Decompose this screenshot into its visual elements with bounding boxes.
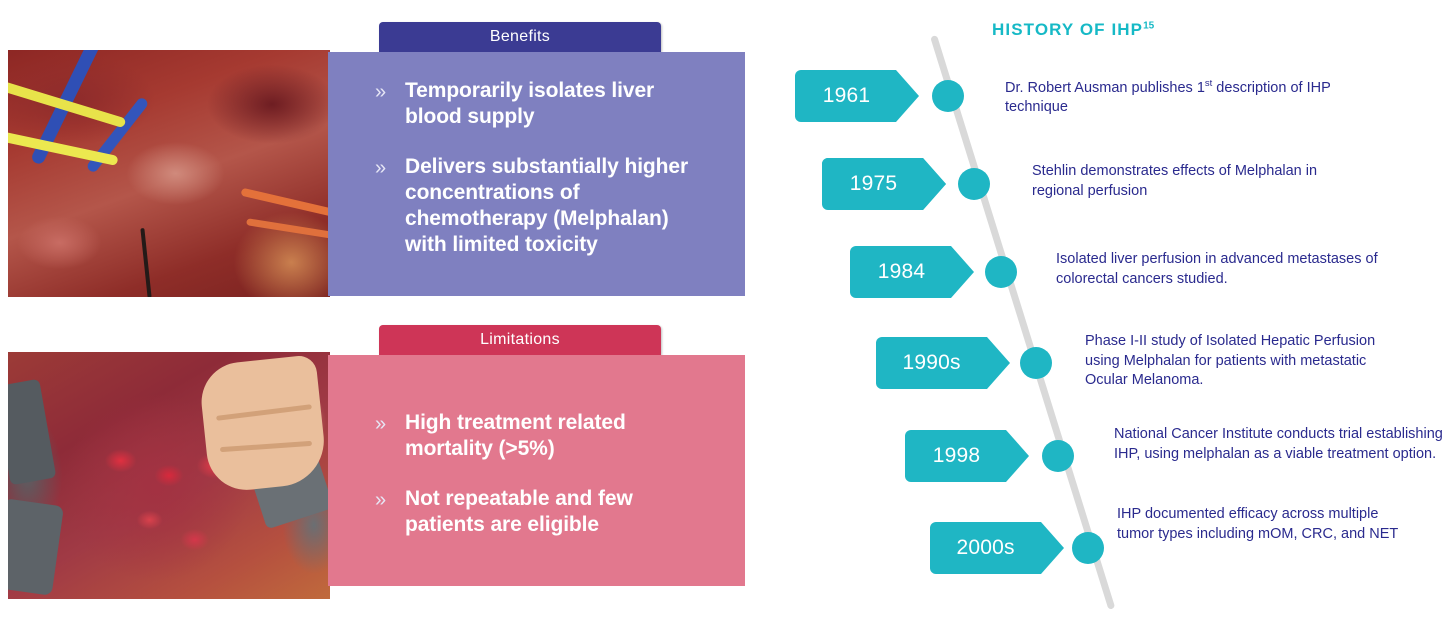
year-label: 2000s: [956, 536, 1015, 559]
liver-hilum-vessel-loops-photo: [8, 50, 330, 297]
surgeon-hand: [197, 354, 329, 494]
bullet-marker-icon: »: [375, 81, 387, 103]
year-chip[interactable]: 1998: [905, 430, 1029, 482]
limitations-panel: [328, 355, 745, 586]
benefits-item-text: Delivers substantially higher concentrat…: [405, 155, 689, 256]
list-item: » High treatment related mortality (>5%): [375, 410, 705, 462]
limitations-item-text: High treatment related mortality (>5%): [405, 411, 626, 460]
year-label: 1990s: [902, 351, 961, 374]
event-description-superscript: st: [1204, 78, 1213, 89]
year-chip[interactable]: 1990s: [876, 337, 1010, 389]
history-timeline: HISTORY OF IHP15 1961 Dr. Robert Ausman …: [780, 0, 1456, 623]
benefits-tab-label: Benefits: [489, 28, 551, 45]
year-chip[interactable]: 1984: [850, 246, 974, 298]
year-label: 1998: [932, 444, 981, 467]
event-description-part: Dr. Robert Ausman publishes 1: [1005, 79, 1205, 96]
benefits-item-text: Temporarily isolates liver blood supply: [405, 79, 655, 128]
event-description: Stehlin demonstrates effects of Melphala…: [1032, 163, 1318, 199]
retractor-blade-bottom-left: [8, 498, 64, 596]
limitations-tab-label: Limitations: [480, 331, 560, 348]
timeline-title-text: HISTORY OF IHP: [992, 20, 1144, 39]
event-description: Dr. Robert Ausman publishes 1st descript…: [1005, 74, 1335, 118]
timeline-node-dot: [985, 256, 1017, 288]
timeline-node-dot: [1072, 532, 1104, 564]
orange-vessel-loop-2: [246, 218, 330, 241]
year-label: 1961: [822, 84, 871, 107]
retractor-blade-left: [8, 378, 57, 486]
bullet-marker-icon: »: [375, 413, 387, 435]
chip-arrow-shape: [930, 522, 1064, 574]
chip-arrow-shape: [850, 246, 974, 298]
chip-arrow-shape: [905, 430, 1029, 482]
chip-arrow-shape: [876, 337, 1010, 389]
benefits-panel: [328, 52, 745, 296]
timeline-title: HISTORY OF IHP15: [992, 20, 1154, 40]
benefits-bullet-list: » Temporarily isolates liver blood suppl…: [375, 78, 705, 282]
suture-thread: [140, 227, 152, 297]
limitations-item-text: Not repeatable and few patients are elig…: [405, 487, 633, 536]
event-description: Phase I-II study of Isolated Hepatic Per…: [1085, 333, 1376, 388]
year-chip[interactable]: 2000s: [930, 522, 1064, 574]
blue-vessel-loop-2: [85, 96, 150, 174]
timeline-title-superscript: 15: [1143, 20, 1155, 32]
chip-arrow-shape: [822, 158, 946, 210]
timeline-node-dot: [958, 168, 990, 200]
list-item: » Delivers substantially higher concentr…: [375, 154, 705, 258]
year-label: 1984: [877, 260, 926, 283]
year-chip[interactable]: 1961: [795, 70, 919, 122]
timeline-node-dot: [932, 80, 964, 112]
bullet-marker-icon: »: [375, 157, 387, 179]
year-chip[interactable]: 1975: [822, 158, 946, 210]
orange-vessel-loop: [240, 187, 330, 221]
liver-metastases-photo: [8, 352, 330, 599]
event-description: Isolated liver perfusion in advanced met…: [1056, 251, 1378, 287]
timeline-node-dot: [1020, 347, 1052, 379]
list-item: » Temporarily isolates liver blood suppl…: [375, 78, 705, 130]
year-label: 1975: [849, 172, 898, 195]
limitations-tab-header: Limitations: [379, 325, 661, 355]
event-description: IHP documented efficacy across multiple …: [1117, 506, 1399, 542]
event-description: National Cancer Institute conducts trial…: [1114, 426, 1443, 462]
chip-arrow-shape: [795, 70, 919, 122]
list-item: » Not repeatable and few patients are el…: [375, 486, 705, 538]
benefits-tab-header: Benefits: [379, 22, 661, 52]
bullet-marker-icon: »: [375, 489, 387, 511]
event-description-part: description of IHP technique: [1005, 79, 1331, 116]
limitations-bullet-list: » High treatment related mortality (>5%)…: [375, 410, 705, 562]
timeline-node-dot: [1042, 440, 1074, 472]
